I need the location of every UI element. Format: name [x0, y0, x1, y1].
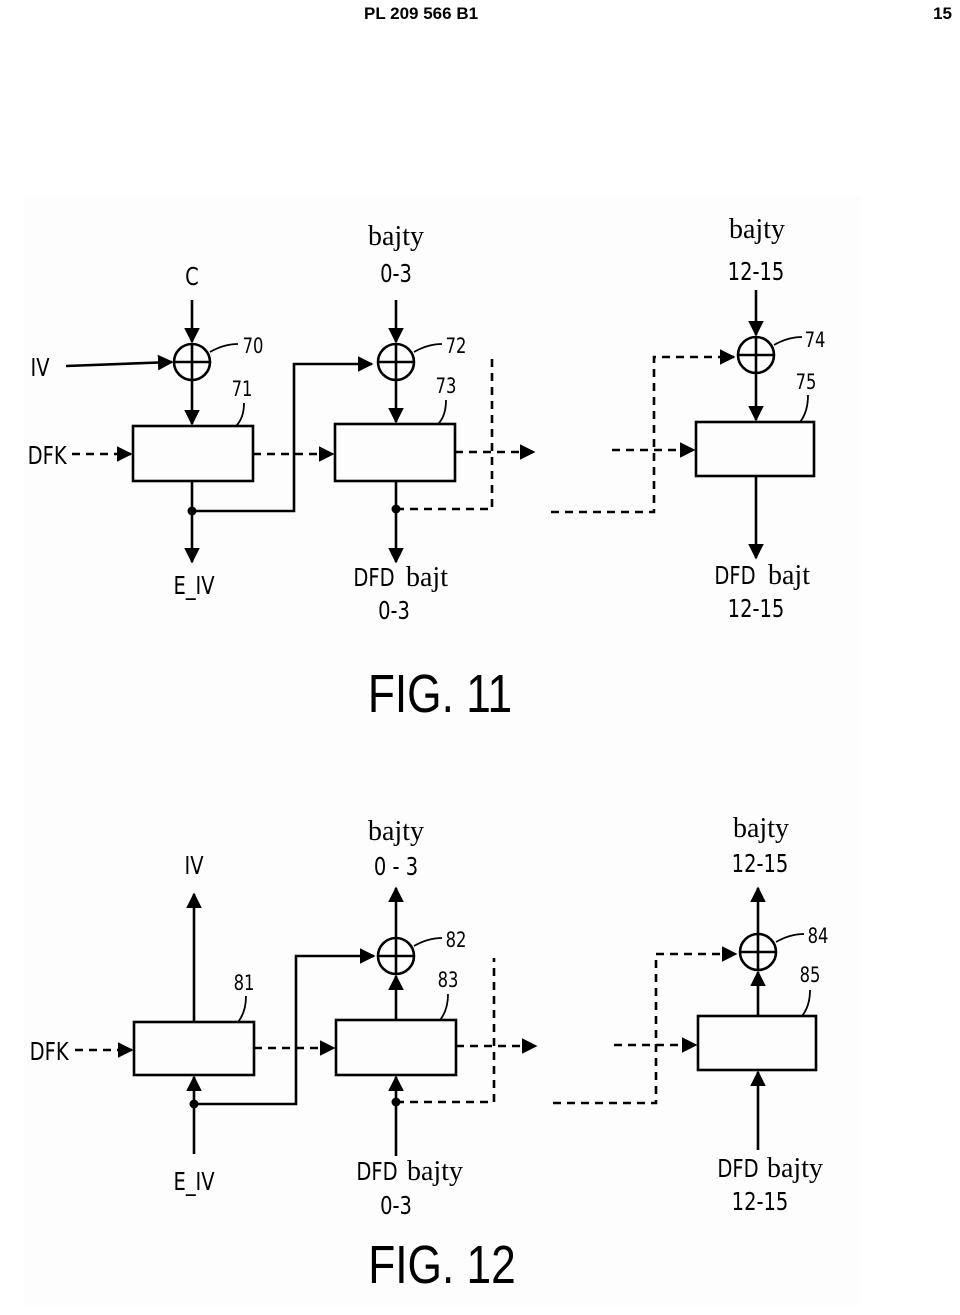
fig12-bytes-b-range: 12-15	[732, 850, 789, 879]
fig11-ref-74: 74	[805, 329, 826, 352]
fig12-feedback-2	[396, 958, 496, 1104]
fig12-in-b-word: bajty	[767, 1153, 823, 1184]
fig12-input-dfk: DFK	[30, 1038, 70, 1067]
fig12-in-a-range: 0-3	[380, 1192, 412, 1221]
fig11-output-eiv: E_IV	[174, 572, 216, 601]
fig12-ref-82: 82	[446, 929, 467, 952]
fig11-out-a-prefix: DFD	[353, 564, 394, 593]
fig11-out-b-range: 12-15	[728, 595, 785, 624]
fig11-bytes-a-word: bajty	[368, 221, 424, 252]
fig11-bytes-b-word: bajty	[729, 214, 785, 245]
fig12-leader-84	[775, 933, 805, 943]
fig12-in-b-prefix: DFD	[717, 1155, 758, 1184]
fig12-ref-81: 81	[234, 972, 255, 995]
fig12-leader-81	[237, 995, 247, 1023]
fig12-bytes-a-range: 0 - 3	[374, 853, 418, 882]
fig11-junctions	[187, 504, 401, 516]
fig11-ref-72: 72	[446, 335, 467, 358]
fig12-diagram	[75, 886, 818, 1156]
fig12-in-a-word: bajty	[407, 1156, 463, 1187]
fig11-ref-73: 73	[436, 375, 457, 398]
fig12-feedback-1	[194, 948, 376, 1106]
fig12-bytes-b-word: bajty	[733, 813, 789, 844]
fig12-junctions	[189, 1097, 401, 1109]
fig11-feedback-2	[396, 355, 494, 511]
fig12-block-3	[696, 1014, 818, 1072]
scan-area	[24, 196, 860, 1306]
fig12-junction-1	[189, 1099, 199, 1109]
fig11-out-a-word: bajt	[406, 562, 448, 593]
fig11-out-b-prefix: DFD	[714, 562, 755, 591]
fig11-caption: FIG. 11	[368, 664, 512, 724]
fig11-leader-71	[235, 402, 245, 427]
fig11-leader-74	[773, 336, 803, 346]
fig12-block-2	[334, 1018, 458, 1077]
fig11-junction-2	[391, 504, 401, 514]
fig11-leader-73	[437, 399, 447, 425]
fig11-leader-72	[413, 343, 443, 353]
fig12-ref-85: 85	[800, 964, 821, 987]
fig11-leader-70	[209, 343, 239, 353]
fig12-junction-2	[391, 1097, 401, 1107]
fig12-bytes-a-word: bajty	[368, 816, 424, 847]
fig12-input-eiv: E_IV	[174, 1168, 216, 1197]
fig11-bytes-b-range: 12-15	[728, 258, 785, 287]
fig11-out-b-word: bajt	[768, 560, 810, 591]
fig11-feedback-1	[192, 356, 374, 513]
fig11-feedback-3	[551, 349, 736, 514]
fig11-input-c: C	[185, 263, 199, 292]
fig12-in-b-range: 12-15	[732, 1188, 789, 1217]
fig12-leader-82	[413, 937, 443, 947]
patent-number: PL 209 566 B1	[364, 4, 479, 23]
fig11-input-dfk: DFK	[28, 442, 68, 471]
fig11-ref-70: 70	[243, 335, 264, 358]
fig12-ref-84: 84	[808, 925, 829, 948]
fig11-junction-1	[187, 506, 197, 516]
fig12-leader-83	[439, 993, 449, 1021]
fig12-in-a-prefix: DFD	[356, 1158, 397, 1187]
fig12-caption: FIG. 12	[368, 1235, 516, 1295]
fig12-leader-85	[801, 989, 811, 1017]
fig12-ref-83: 83	[438, 969, 459, 992]
fig12-output-iv: IV	[185, 852, 205, 881]
fig11-out-a-range: 0-3	[378, 597, 410, 626]
fig11-bytes-a-range: 0-3	[380, 260, 412, 289]
fig11-diagram	[65, 290, 816, 564]
page-number: 15	[933, 4, 952, 23]
fig11-leader-75	[799, 394, 809, 423]
fig11-ref-75: 75	[796, 371, 817, 394]
fig11-ref-71: 71	[232, 378, 253, 401]
fig11-iv-arrow	[65, 354, 174, 371]
fig11-input-iv: IV	[31, 354, 51, 383]
